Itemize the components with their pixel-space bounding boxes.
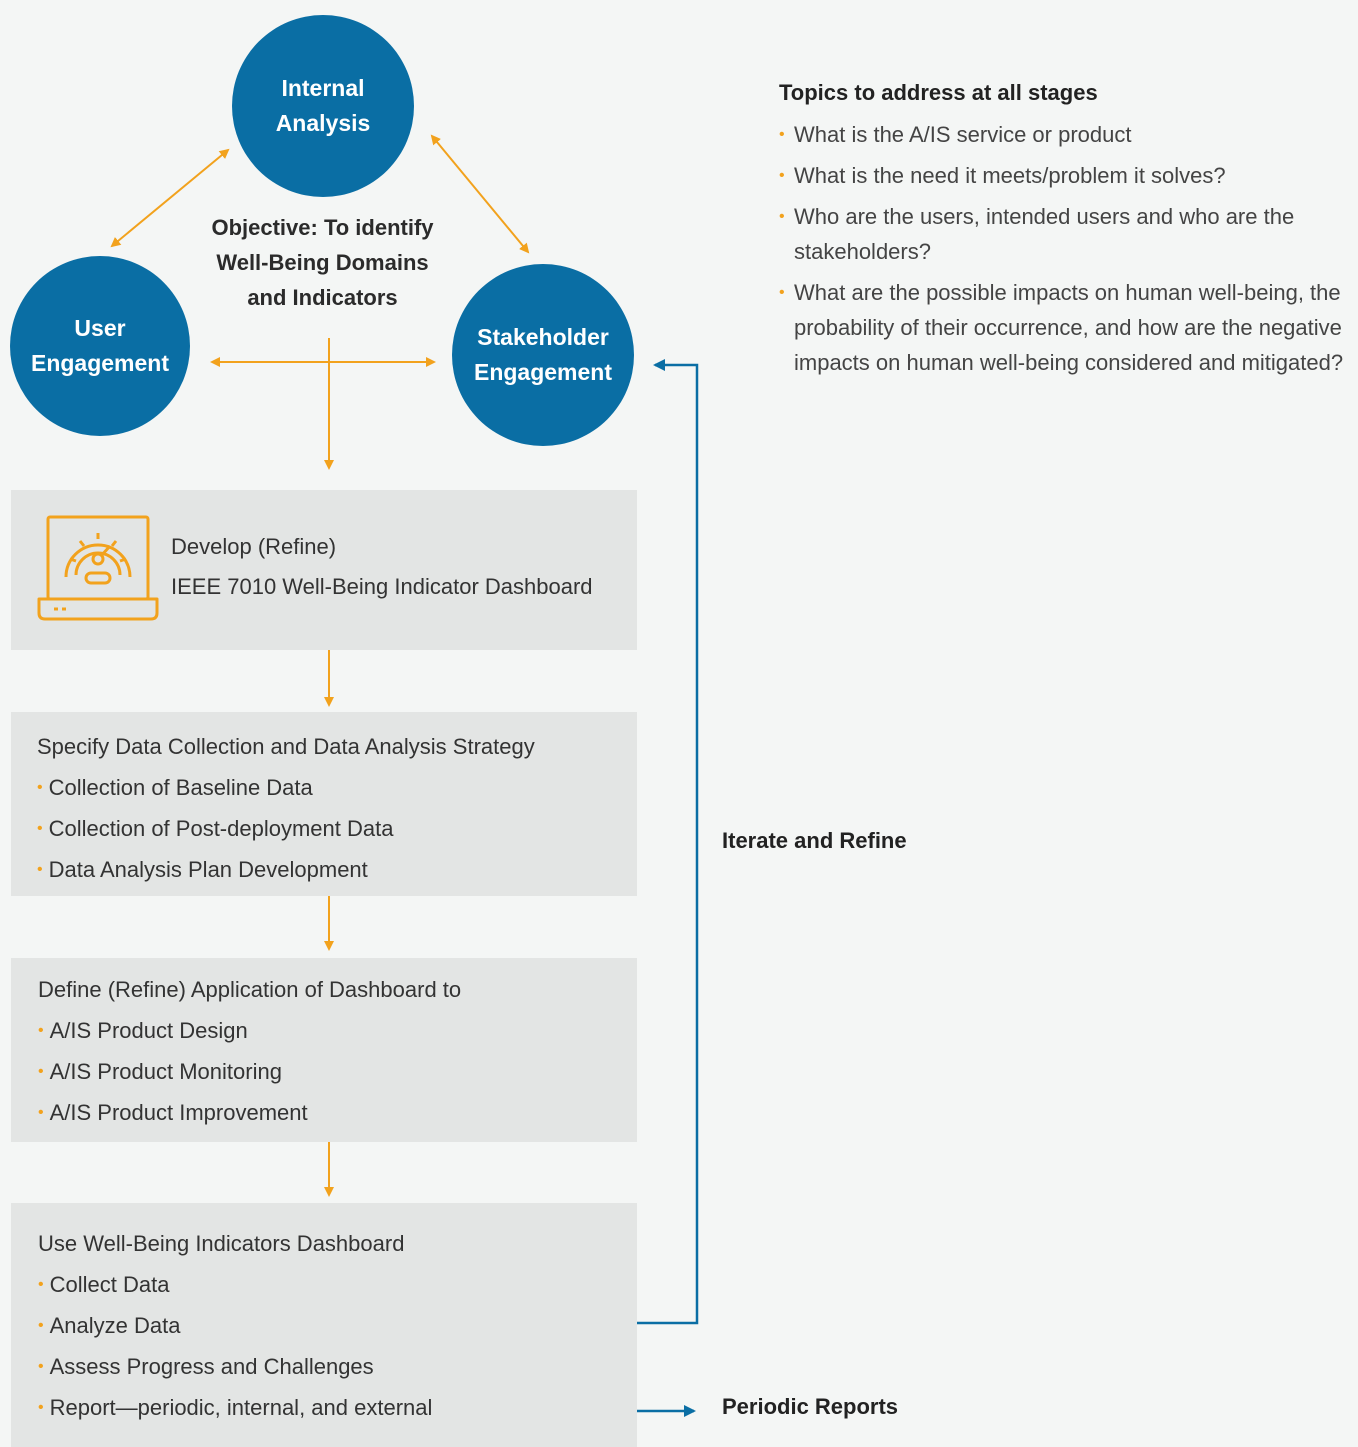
objective-text: Objective: To identify Well-Being Domain… [190,210,455,315]
stakeholder-engagement-node: Stakeholder Engagement [452,264,634,446]
list-item: • Data Analysis Plan Development [37,849,393,890]
list-item: • Collection of Post-deployment Data [37,808,393,849]
internal-analysis-node: Internal Analysis [232,15,414,197]
bullet-dot-icon: • [779,284,785,301]
periodic-reports-label: Periodic Reports [722,1394,899,1419]
bullet-dot-icon: • [38,1317,44,1334]
bullet-dot-icon: • [37,861,43,878]
internal-analysis-label-2: Analysis [275,110,371,136]
topic-text: What is the A/IS service or product [794,122,1132,147]
objective-line-1: Objective: To identify [211,215,434,240]
topics-list: • What is the A/IS service or product • Wh… [779,117,1349,386]
user-engagement-label-2: Engagement [30,350,170,376]
objective-line-2: Well-Being Domains [216,250,429,275]
bullet-dot-icon: • [779,167,785,184]
user-engagement-node: User Engagement [10,256,190,436]
list-item: • Analyze Data [38,1305,432,1346]
bullet-dot-icon: • [38,1399,44,1416]
data-strategy-title: Specify Data Collection and Data Analysi… [37,734,535,759]
list-item-text: A/IS Product Improvement [49,1100,308,1125]
bullet-dot-icon: • [38,1022,44,1039]
data-strategy-list: • Collection of Baseline Data • Collection… [37,767,393,890]
data-strategy-box: Specify Data Collection and Data Analysi… [11,712,637,896]
list-item: • Assess Progress and Challenges [38,1346,432,1387]
bullet-dot-icon: • [38,1104,44,1121]
stakeholder-engagement-label-2: Engagement [473,359,613,385]
list-item-text: A/IS Product Monitoring [49,1059,282,1084]
list-item-text: Collection of Post-deployment Data [48,816,394,841]
dashboard-application-list: • A/IS Product Design • A/IS Product Monit… [38,1010,308,1133]
develop-line-1: Develop (Refine) [171,534,337,559]
topic-item: • What are the possible impacts on human … [779,275,1349,380]
dashboard-application-box: Define (Refine) Application of Dashboard… [11,958,637,1142]
arrow-internal-stakeholder [430,134,530,254]
topic-item: • What is the need it meets/problem it so… [779,158,1349,193]
user-engagement-label-1: User [74,315,126,341]
list-item: • Report—periodic, internal, and external [38,1387,432,1428]
topic-item: • What is the A/IS service or product [779,117,1349,152]
feedback-loop-line [637,359,699,1325]
topic-text: What are the possible impacts on human w… [794,280,1344,375]
internal-analysis-label-1: Internal [281,75,365,101]
bullet-dot-icon: • [38,1276,44,1293]
bullet-dot-icon: • [37,820,43,837]
list-item: • Collect Data [38,1264,432,1305]
bullet-dot-icon: • [779,126,785,143]
dashboard-application-title: Define (Refine) Application of Dashboard… [38,977,462,1002]
list-item-text: Data Analysis Plan Development [48,857,368,882]
objective-line-3: and Indicators [247,285,398,310]
list-item-text: Analyze Data [49,1313,181,1338]
develop-line-2: IEEE 7010 Well-Being Indicator Dashboard [171,574,593,599]
use-dashboard-list: • Collect Data • Analyze Data • Assess Prog… [38,1264,432,1428]
arrow-internal-user [110,148,230,248]
list-item-text: Assess Progress and Challenges [49,1354,374,1379]
list-item: • A/IS Product Design [38,1010,308,1051]
bullet-dot-icon: • [38,1358,44,1375]
use-dashboard-box: Use Well-Being Indicators Dashboard • Col… [11,1203,637,1447]
list-item: • Collection of Baseline Data [37,767,393,808]
topic-item: • Who are the users, intended users and w… [779,199,1349,269]
list-item: • A/IS Product Monitoring [38,1051,308,1092]
list-item-text: Collection of Baseline Data [48,775,313,800]
bullet-dot-icon: • [779,208,785,225]
bullet-dot-icon: • [38,1063,44,1080]
list-item-text: A/IS Product Design [49,1018,248,1043]
stakeholder-engagement-label-1: Stakeholder [477,324,609,350]
list-item-text: Collect Data [49,1272,170,1297]
topic-text: What is the need it meets/problem it sol… [794,163,1226,188]
iterate-refine-label: Iterate and Refine [722,828,907,853]
list-item: • A/IS Product Improvement [38,1092,308,1133]
list-item-text: Report—periodic, internal, and external [49,1395,433,1420]
bullet-dot-icon: • [37,779,43,796]
use-dashboard-title: Use Well-Being Indicators Dashboard [38,1231,405,1256]
laptop-speedometer-icon [37,515,159,621]
topics-title: Topics to address at all stages [779,80,1098,105]
topic-text: Who are the users, intended users and wh… [794,204,1295,264]
